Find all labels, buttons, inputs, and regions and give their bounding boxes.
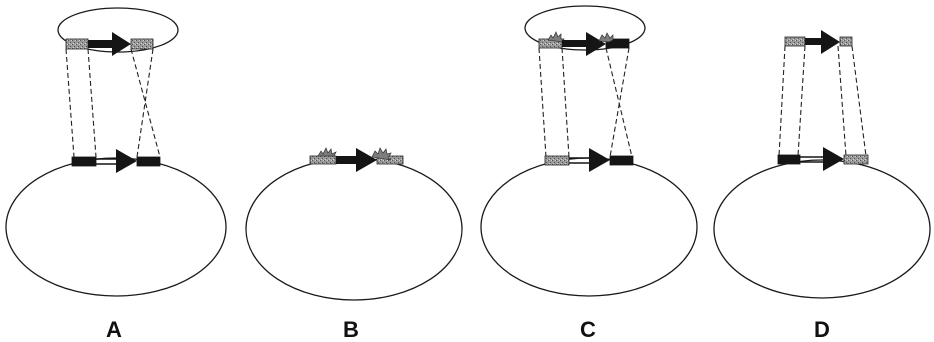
panel-a-plasmid-left-flank	[65, 38, 89, 50]
panel-c-plasmid	[524, 5, 646, 51]
panel-d-episome-construct	[784, 30, 853, 54]
panel-d-chromosome-construct	[777, 147, 869, 171]
panel-b-right-mutation-icon	[371, 147, 392, 161]
panel-d-episome-right-flank	[839, 36, 853, 47]
panel-b-left-mutation-icon	[317, 147, 337, 157]
panel-b: B	[245, 147, 463, 342]
panel-c-chromosome-arrow	[589, 148, 610, 172]
panel-a-alignment-lines	[65, 48, 161, 158]
panel-a-plasmid-arrow	[112, 32, 131, 56]
panel-d-label: D	[814, 317, 830, 342]
panel-d: D	[713, 30, 931, 342]
panel-d-chromosome-left-flank	[777, 154, 801, 165]
panel-b-left-flank	[309, 155, 337, 165]
panel-c-plasmid-arrow	[586, 32, 606, 56]
panel-c-plasmid-construct	[538, 31, 630, 56]
panel-a-label: A	[106, 317, 122, 342]
panel-a-chromosome-right-flank	[136, 156, 161, 167]
panel-c-chromosome-right-flank	[609, 155, 634, 166]
panel-b-label: B	[343, 317, 359, 342]
panel-a: A	[5, 7, 227, 342]
panel-a-chromosome	[5, 157, 227, 297]
panel-d-chromosome	[713, 159, 931, 299]
panel-b-chromosome-construct	[309, 147, 404, 172]
panel-a-chromosome-arrow	[116, 149, 137, 173]
panel-d-chromosome-right-flank	[843, 154, 869, 165]
panel-a-chromosome-construct	[71, 149, 161, 173]
panel-c-alignment-lines	[538, 47, 633, 158]
panel-c-chromosome	[480, 157, 698, 297]
panel-b-chromosome	[245, 157, 463, 301]
panel-a-plasmid-right-flank	[130, 38, 154, 50]
panel-c-plasmid-right-flank	[605, 38, 630, 49]
panel-c-chromosome-construct	[544, 148, 634, 172]
panel-c-chromosome-left-flank	[544, 155, 570, 166]
panel-d-alignment-lines	[778, 45, 867, 157]
panel-b-arrow	[356, 148, 377, 172]
panel-c: C	[480, 5, 698, 342]
panel-a-chromosome-left-flank	[71, 156, 97, 167]
panel-a-plasmid-construct	[65, 32, 154, 56]
panel-d-episome-left-flank	[784, 36, 806, 47]
panel-c-plasmid-left-mutation-icon	[547, 31, 565, 43]
panel-d-episome-arrow	[821, 30, 840, 54]
panel-c-plasmid-right-mutation-icon	[598, 32, 614, 43]
panel-d-chromosome-arrow	[823, 147, 844, 171]
panel-c-label: C	[580, 317, 596, 342]
